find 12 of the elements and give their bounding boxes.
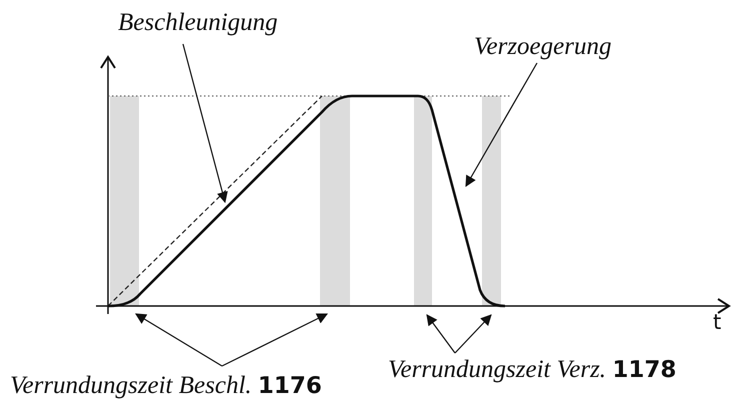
- annotation-label: Beschleunigung: [118, 10, 278, 35]
- leader-line: [222, 313, 328, 367]
- leader-line: [182, 44, 228, 204]
- leader-line: [454, 314, 492, 354]
- annotation-label: Verrundungszeit Beschl. 1176: [10, 373, 322, 398]
- annotation-label: Verzoegerung: [474, 34, 612, 59]
- speed-profile-curve: [108, 94, 506, 308]
- axis-label: t: [713, 312, 722, 333]
- leader-line: [465, 62, 538, 187]
- annotation-label: Verrundungszeit Verz. 1178: [388, 357, 676, 382]
- leader-line: [135, 313, 222, 367]
- leader-line: [426, 314, 456, 354]
